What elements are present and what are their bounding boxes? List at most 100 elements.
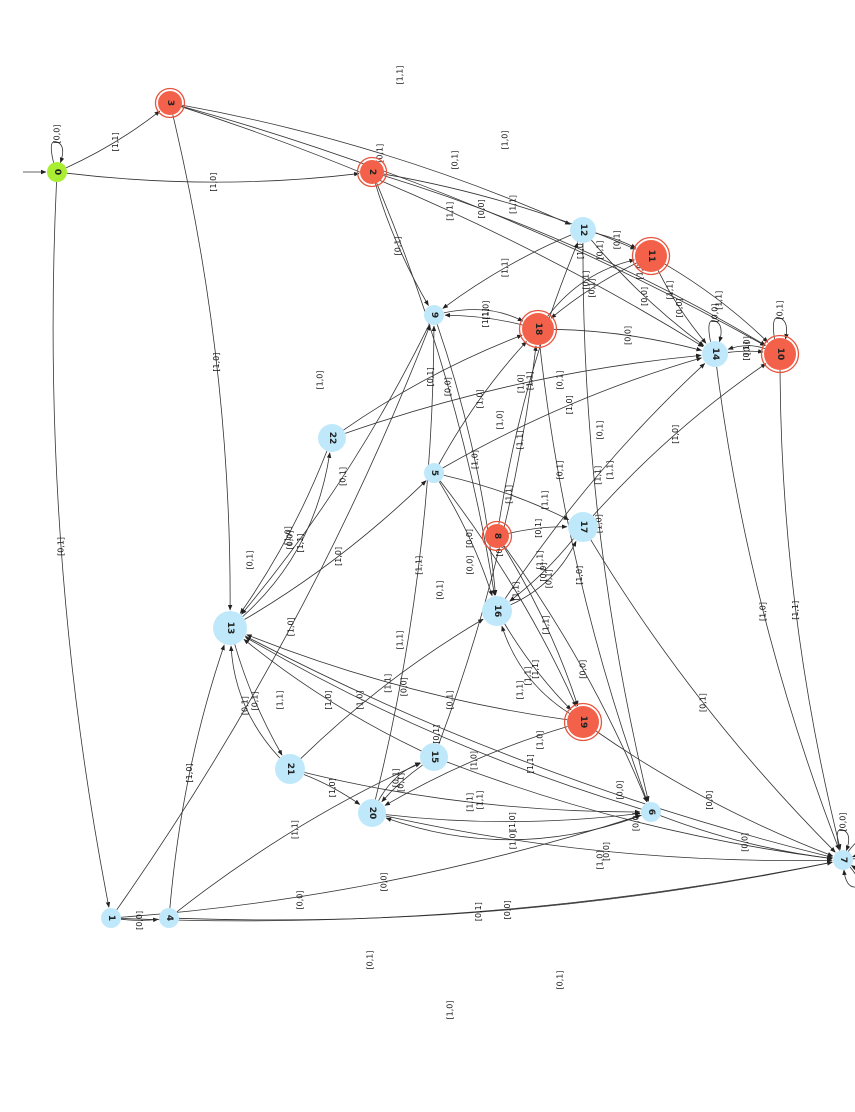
state-4: 4 bbox=[159, 908, 179, 928]
transition-label-15-7: [0,0] bbox=[631, 812, 640, 831]
transition-9-13 bbox=[242, 324, 430, 614]
transition-label: [1,1] bbox=[536, 551, 545, 570]
state-8-label: 8 bbox=[492, 533, 502, 539]
state-21: 21 bbox=[275, 754, 305, 784]
transition-label: [0,0] bbox=[296, 891, 305, 910]
transition-label-6-13: [0,1] bbox=[432, 725, 441, 744]
transition-7-7 bbox=[844, 867, 855, 887]
transition-label-8-19: [1,1] bbox=[541, 615, 550, 634]
transition-label-3-14: [1,1] bbox=[445, 202, 454, 221]
state-22-label: 22 bbox=[327, 432, 337, 445]
state-6: 6 bbox=[641, 802, 661, 822]
transition-label-17-10: [1,0] bbox=[671, 425, 680, 444]
transition-label-20-15: [0,1] bbox=[392, 768, 401, 787]
state-15: 15 bbox=[420, 743, 448, 771]
state-1-label: 1 bbox=[106, 915, 116, 921]
transition-label-0-3: [1,1] bbox=[111, 132, 120, 151]
transition-label-5-17: [1,1] bbox=[504, 485, 513, 504]
state-20-label: 20 bbox=[367, 807, 377, 820]
transition-label-13-7: [1,1] bbox=[526, 754, 535, 773]
transition-label-12-9: [1,1] bbox=[501, 258, 510, 277]
state-3-label: 3 bbox=[165, 100, 175, 106]
transition-label-9-18: [1,0] bbox=[481, 301, 490, 320]
transition-label-5-16: [0,0] bbox=[465, 529, 474, 548]
transition-label: [1,1] bbox=[396, 631, 405, 650]
transition-label-16-17: [0,1] bbox=[545, 569, 554, 588]
transition-label-14-7: [1,0] bbox=[759, 602, 768, 621]
transition-label-4-13: [1,0] bbox=[185, 763, 194, 782]
transition-label: [1,0] bbox=[356, 691, 365, 710]
state-13: 13 bbox=[213, 611, 247, 645]
state-9-label: 9 bbox=[429, 312, 439, 318]
transition-15-7 bbox=[447, 762, 832, 859]
state-15-label: 15 bbox=[429, 751, 439, 764]
transition-label: [0,1] bbox=[246, 551, 255, 570]
transition-label-13-5: [1,0] bbox=[334, 547, 343, 566]
transition-label-16-14: [1,1] bbox=[593, 466, 602, 485]
transition-label-6-7: [0,0] bbox=[741, 833, 750, 852]
transition-label: [0,0] bbox=[286, 531, 295, 550]
transition-label-22-14: [1,0] bbox=[516, 374, 525, 393]
transition-4-13 bbox=[170, 645, 224, 908]
transition-20-9 bbox=[375, 326, 434, 799]
transition-8-12 bbox=[499, 243, 578, 524]
transition-label-4-7: [0,0] bbox=[503, 900, 512, 919]
transitions-layer bbox=[23, 105, 855, 921]
state-11: 11 bbox=[633, 238, 670, 275]
transition-9-16 bbox=[437, 324, 495, 595]
transition-label-21-13: [0,1] bbox=[241, 696, 250, 715]
transition-19-7 bbox=[596, 731, 833, 856]
transition-label-13-21: [0,1] bbox=[250, 691, 259, 710]
state-13-label: 13 bbox=[225, 622, 235, 635]
state-17: 17 bbox=[568, 512, 598, 542]
transition-label-1-9: [1,0] bbox=[287, 617, 296, 636]
transition-label-0-0: [0,0] bbox=[53, 125, 62, 144]
state-2-label: 2 bbox=[367, 169, 377, 175]
transition-7-7 bbox=[837, 830, 848, 851]
transition-label: [1,1] bbox=[476, 791, 485, 810]
state-7-label: 7 bbox=[838, 857, 848, 863]
state-18: 18 bbox=[520, 311, 557, 348]
transition-label-21-20: [1,0] bbox=[328, 778, 337, 797]
transition-label-3-13: [1,0] bbox=[212, 353, 221, 372]
transition-label-1-7: [0,1] bbox=[474, 902, 483, 921]
transition-label: [0,0] bbox=[616, 781, 625, 800]
transition-label-9-16: [1,0] bbox=[470, 450, 479, 469]
transition-label-7-7: [0,0] bbox=[839, 813, 848, 832]
transition-label-5-14: [1,0] bbox=[565, 395, 574, 414]
state-16: 16 bbox=[482, 596, 512, 626]
state-1: 1 bbox=[101, 908, 121, 928]
transition-label-21-16: [1,1] bbox=[384, 674, 393, 693]
state-12-label: 12 bbox=[578, 224, 588, 237]
state-6-label: 6 bbox=[646, 809, 656, 815]
transition-label: [1,0] bbox=[446, 1001, 455, 1020]
state-0: 0 bbox=[47, 162, 67, 182]
transition-label-3-10: [0,0] bbox=[477, 199, 486, 218]
transition-label-6-20: [1,0] bbox=[508, 830, 517, 849]
transition-label-18-14: [0,0] bbox=[623, 326, 632, 345]
transition-10-7 bbox=[780, 370, 840, 849]
state-3: 3 bbox=[156, 89, 185, 118]
transition-label: [1,0] bbox=[536, 731, 545, 750]
transition-label-2-9: [0,1] bbox=[394, 236, 403, 255]
transition-1-6 bbox=[121, 815, 641, 917]
state-11-label: 11 bbox=[646, 250, 656, 263]
transition-label-19-16: [1,1] bbox=[523, 666, 532, 685]
transition-3-13 bbox=[173, 115, 230, 610]
transition-label: [0,1] bbox=[366, 951, 375, 970]
transition-label: [1,1] bbox=[516, 681, 525, 700]
transition-label: [0,0] bbox=[466, 556, 475, 575]
transition-label-9-13: [0,1] bbox=[339, 467, 348, 486]
transition-label-1-6: [0,0] bbox=[380, 872, 389, 891]
transition-label-13-22: [1,1] bbox=[296, 534, 305, 553]
transition-label-18-11: [0,1] bbox=[582, 271, 591, 290]
state-20: 20 bbox=[358, 799, 386, 827]
transition-label: [1,0] bbox=[496, 411, 505, 430]
state-9: 9 bbox=[424, 305, 444, 325]
state-18-label: 18 bbox=[533, 323, 543, 336]
transition-label-2-16: [0,0] bbox=[444, 377, 453, 396]
transition-label-18-6: [1,0] bbox=[575, 566, 584, 585]
state-22: 22 bbox=[318, 424, 346, 452]
